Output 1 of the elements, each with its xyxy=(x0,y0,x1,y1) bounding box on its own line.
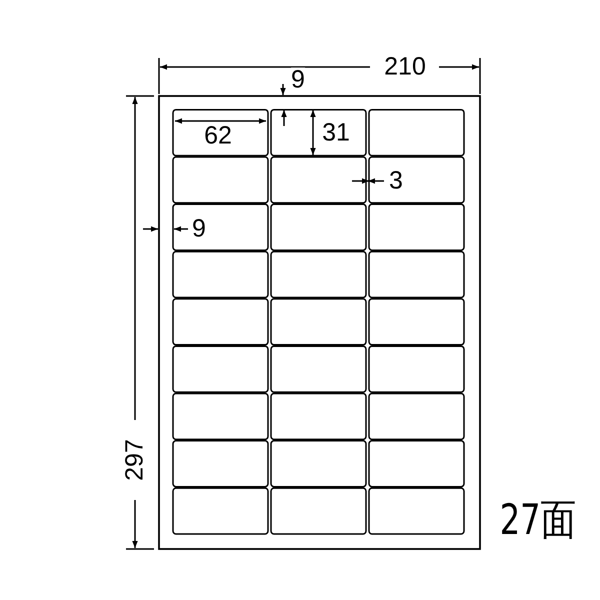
sheet-count-label: 27面 xyxy=(500,499,576,541)
